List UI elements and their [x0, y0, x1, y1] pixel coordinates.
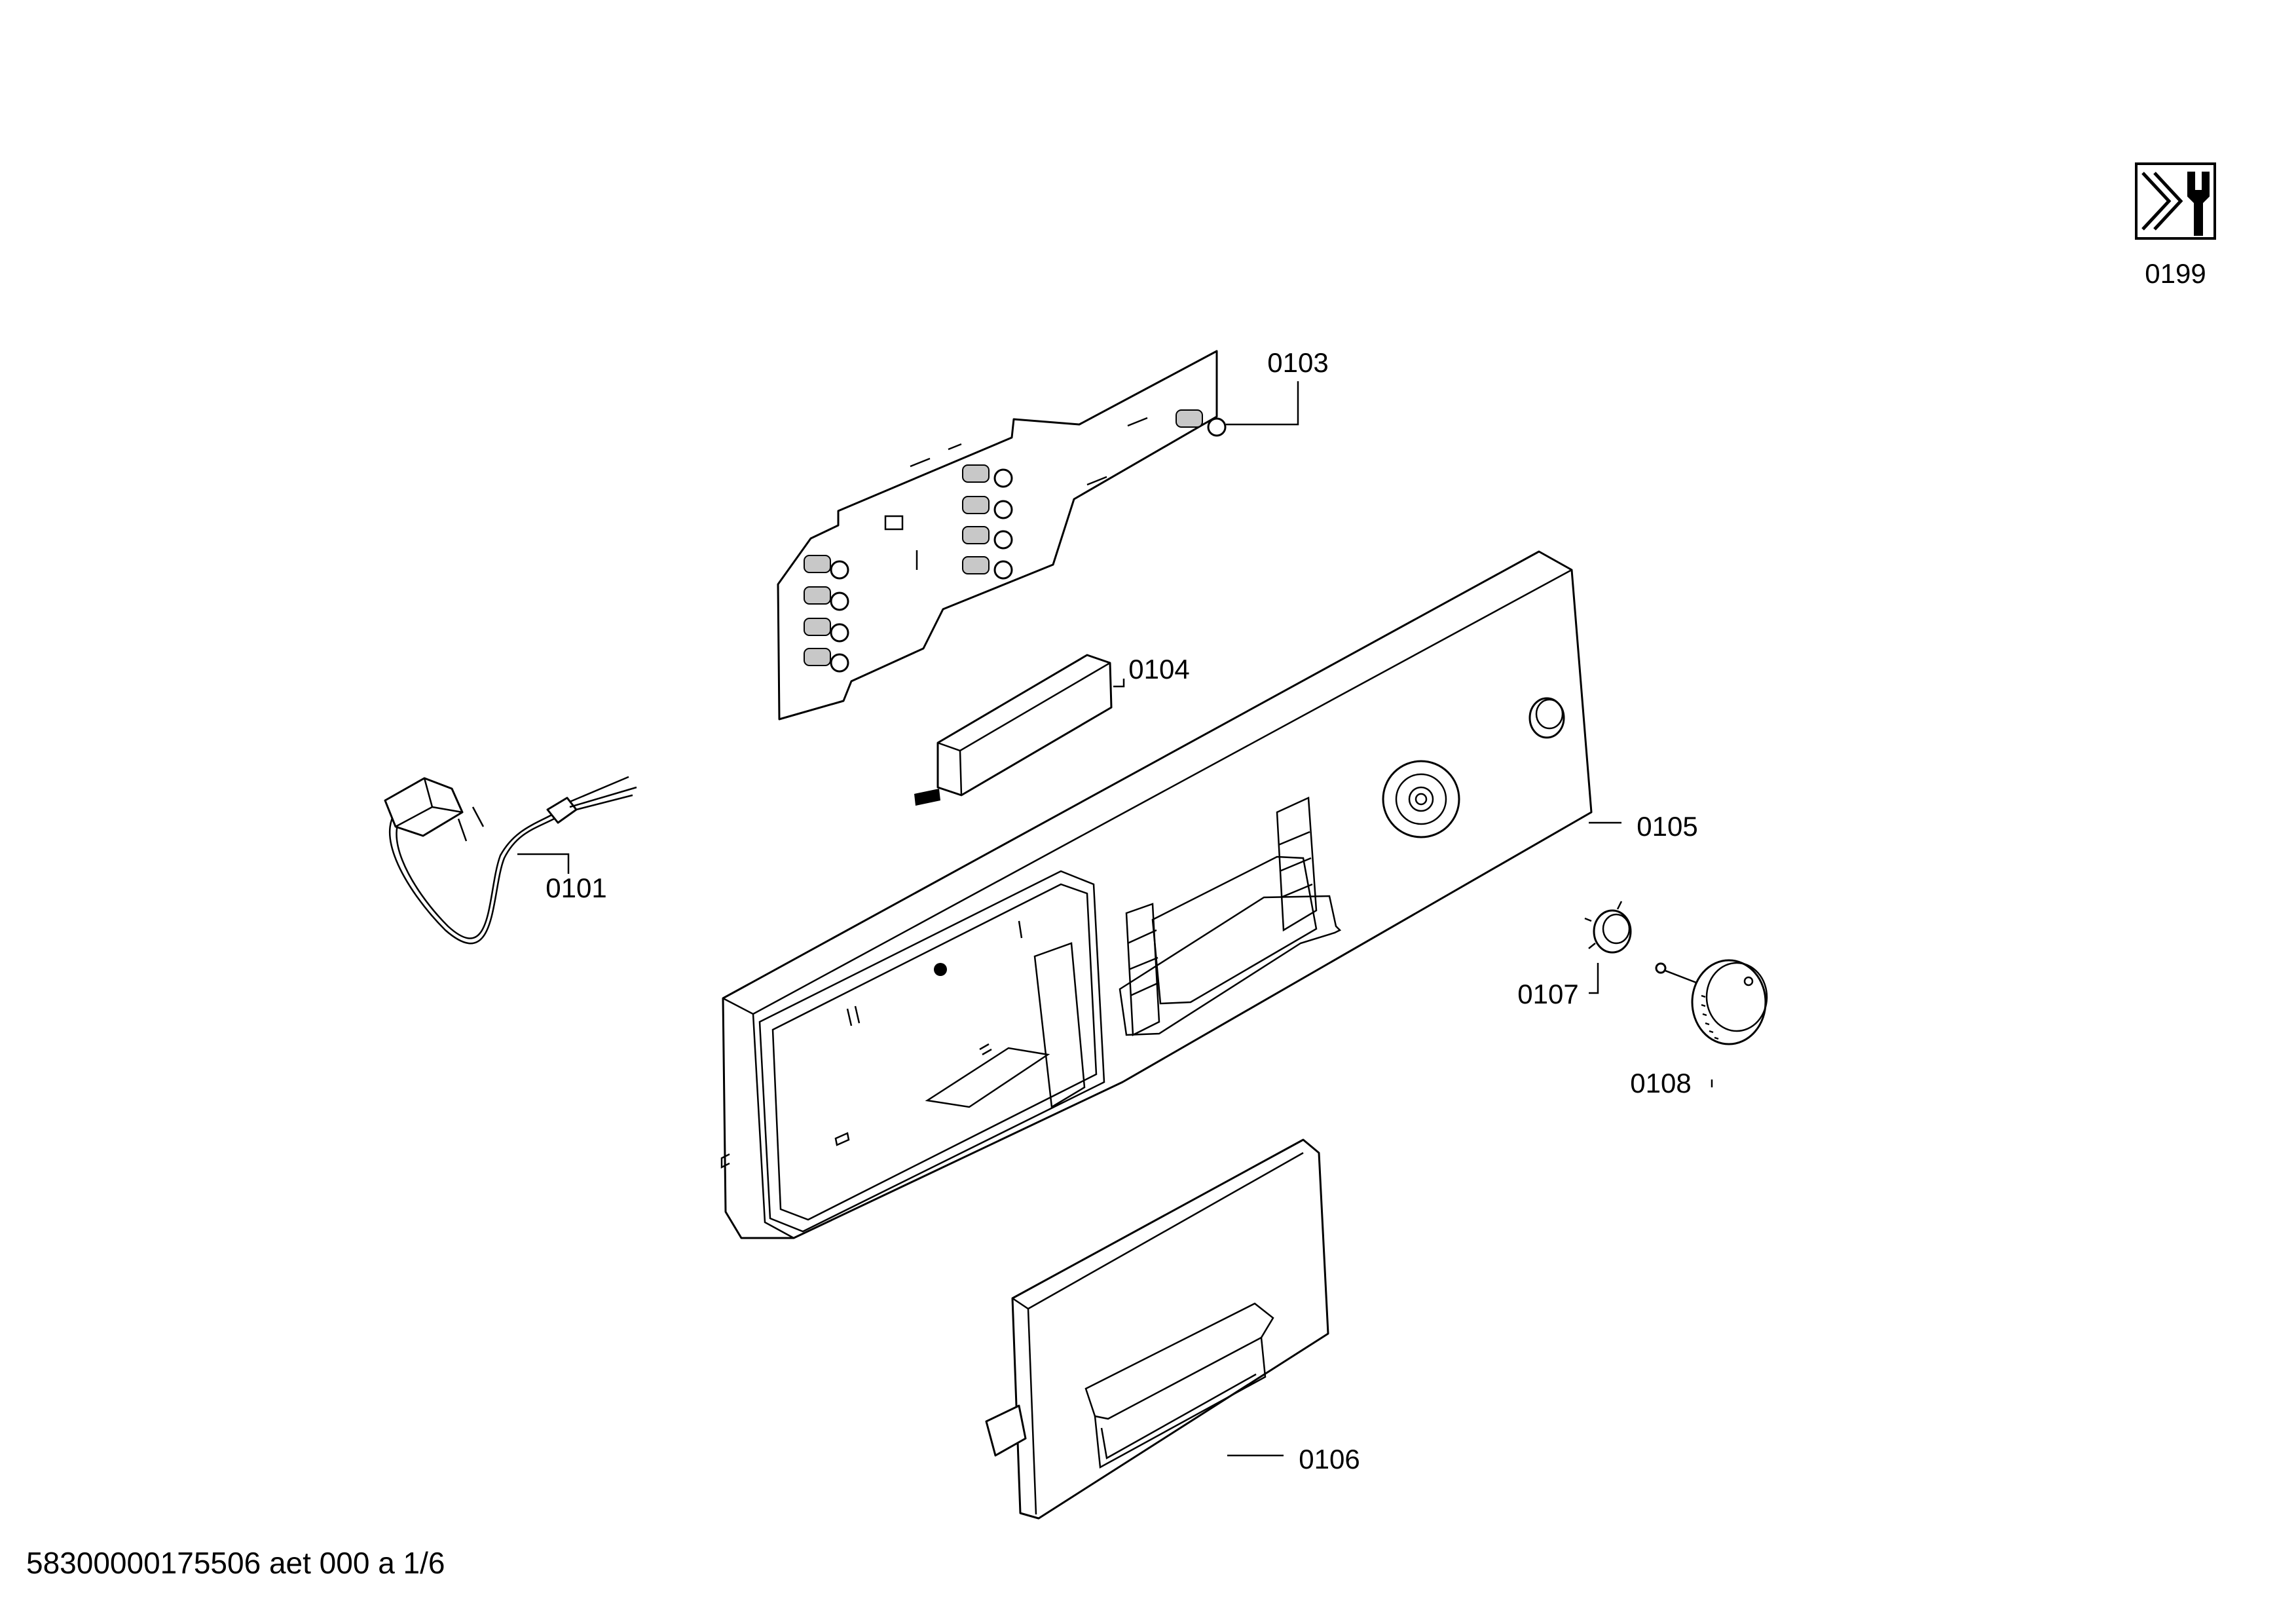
mains-cable	[384, 776, 637, 945]
callout-0105: 0105	[1637, 811, 1697, 842]
program-selector-knob	[1655, 959, 1768, 1045]
service-wrench-icon	[2135, 162, 2216, 240]
control-pcb	[777, 350, 1227, 721]
pcb-contacts-left	[804, 555, 849, 673]
electronic-module	[914, 654, 1113, 806]
callout-0199: 0199	[2145, 258, 2206, 289]
callout-0107: 0107	[1517, 979, 1578, 1009]
pcb-contacts-middle	[962, 464, 1013, 580]
callout-0106: 0106	[1299, 1444, 1360, 1474]
document-code: 58300000175506 aet 000 a 1/6	[26, 1546, 445, 1580]
callout-0104: 0104	[1128, 654, 1189, 685]
control-panel-fascia	[720, 550, 1593, 1239]
callout-0103: 0103	[1267, 347, 1328, 378]
callout-0101: 0101	[546, 873, 606, 903]
knob-coupling	[1584, 901, 1632, 954]
callout-0108: 0108	[1630, 1068, 1691, 1098]
drawer-handle-panel	[985, 1138, 1329, 1520]
